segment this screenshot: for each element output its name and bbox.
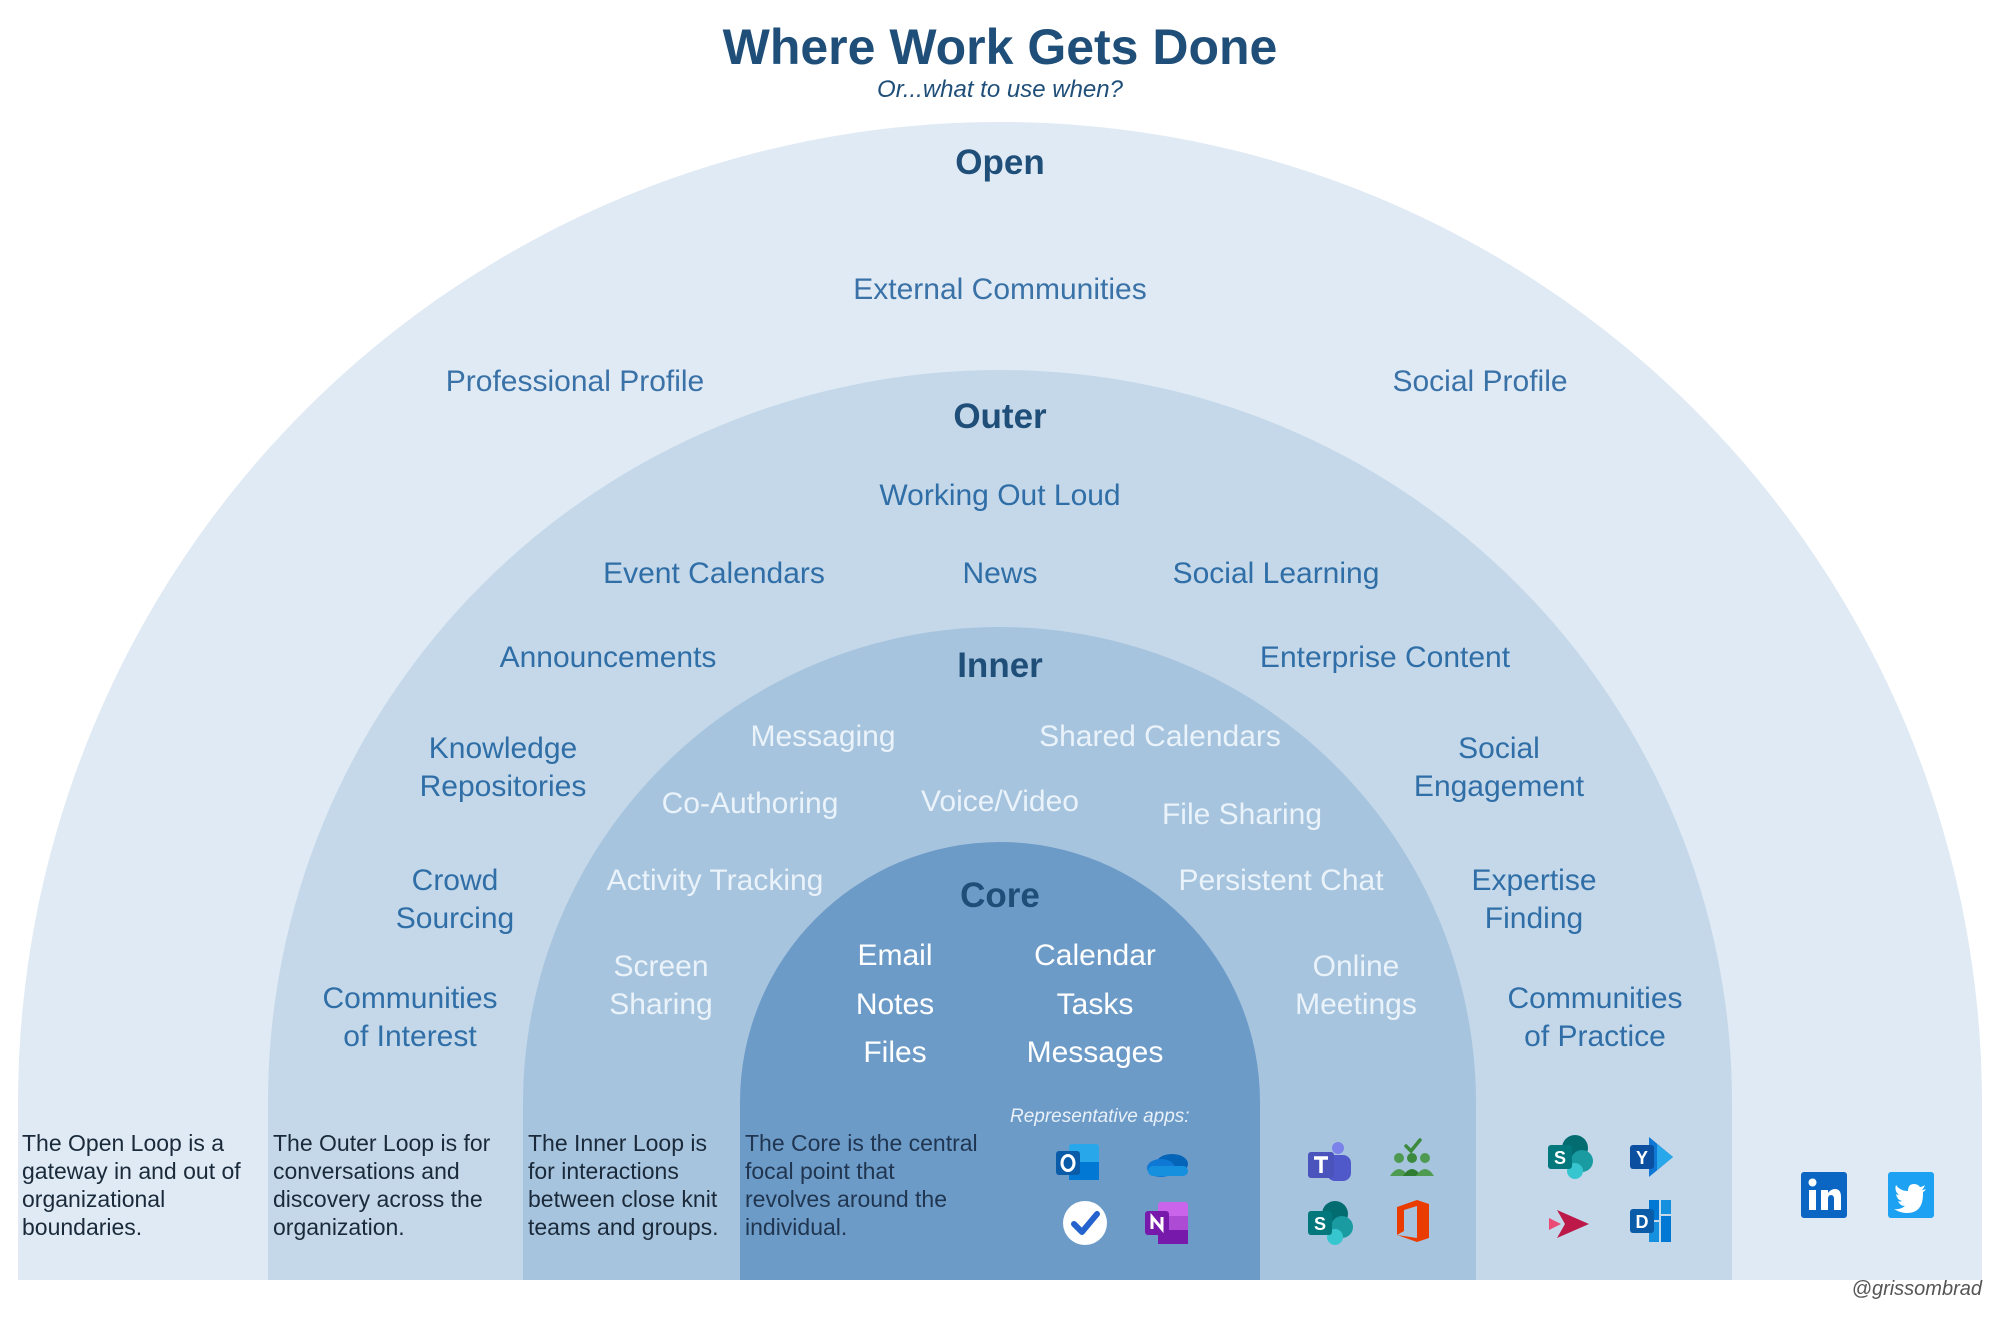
outer-item: Enterprise Content — [1259, 641, 1511, 674]
onenote-icon — [1142, 1198, 1192, 1248]
inner-item: Meetings — [1295, 988, 1417, 1021]
inner-item: Online — [1312, 950, 1400, 983]
page-title: Where Work Gets Done — [722, 19, 1278, 75]
inner-item: Sharing — [609, 988, 713, 1021]
todo-icon — [1060, 1198, 1110, 1248]
teams-icon — [1305, 1138, 1355, 1188]
core-item: Email — [857, 939, 933, 972]
outer-item: Crowd — [411, 864, 499, 897]
page-subtitle: Or...what to use when? — [877, 76, 1123, 103]
inner-item: Co-Authoring — [661, 787, 839, 820]
outer-item: Communities — [322, 982, 498, 1015]
inner-item: Messaging — [750, 720, 896, 753]
inner-item: Activity Tracking — [606, 864, 824, 897]
inner-item: Persistent Chat — [1178, 864, 1384, 897]
outer-item: Finding — [1484, 902, 1584, 935]
planner-people-icon — [1387, 1134, 1437, 1184]
outer-description: The Outer Loop is for conversations and … — [273, 1130, 491, 1240]
svg-text:Y: Y — [1636, 1148, 1648, 1168]
core-description: The Core is the central focal point that… — [745, 1130, 978, 1240]
delve-icon: D — [1627, 1196, 1677, 1246]
core-item: Calendar — [1034, 939, 1156, 972]
inner-item: Shared Calendars — [1039, 720, 1281, 753]
inner-item: Screen — [613, 950, 709, 983]
outer-item: of Practice — [1524, 1020, 1666, 1053]
outer-item: Announcements — [499, 641, 717, 674]
ring-outer-title: Outer — [953, 397, 1047, 436]
svg-text:S: S — [1314, 1214, 1326, 1234]
open-item: Professional Profile — [445, 365, 705, 398]
inner-item: File Sharing — [1161, 798, 1323, 831]
ring-open-title: Open — [955, 143, 1045, 182]
outer-item: Communities — [1507, 982, 1683, 1015]
core-item: Tasks — [1056, 988, 1134, 1021]
outer-item: of Interest — [343, 1020, 477, 1053]
linkedin-icon — [1799, 1170, 1849, 1220]
inner-item: Voice/Video — [921, 785, 1079, 818]
outer-item: Social — [1458, 732, 1540, 765]
twitter-icon — [1886, 1170, 1936, 1220]
sharepoint-icon: S — [1305, 1198, 1355, 1248]
open-description: The Open Loop is a gateway in and out of… — [22, 1130, 241, 1240]
outer-item: News — [962, 557, 1038, 590]
ring-inner-title: Inner — [957, 646, 1043, 685]
outer-item: Repositories — [419, 770, 587, 803]
outer-item: Social Learning — [1172, 557, 1380, 590]
outer-item: Sourcing — [395, 902, 515, 935]
outer-item: Expertise — [1471, 864, 1597, 897]
outer-item: Engagement — [1413, 770, 1585, 803]
outer-item: Knowledge — [428, 732, 578, 765]
credit: @grissombrad — [1851, 1278, 1982, 1300]
svg-text:D: D — [1636, 1212, 1649, 1232]
office-icon — [1387, 1196, 1437, 1246]
open-item: Social Profile — [1392, 365, 1568, 398]
outer-item: Working Out Loud — [879, 479, 1121, 512]
outer-item: Event Calendars — [603, 557, 825, 590]
core-item: Messages — [1026, 1036, 1164, 1069]
core-item: Files — [863, 1036, 927, 1069]
outlook-icon — [1053, 1138, 1103, 1188]
inner-description: The Inner Loop is for interactions betwe… — [528, 1130, 719, 1240]
ring-core-title: Core — [960, 876, 1040, 915]
svg-text:S: S — [1554, 1148, 1566, 1168]
onedrive-icon — [1142, 1138, 1192, 1188]
representative-apps-label: Representative apps: — [1010, 1106, 1190, 1127]
open-item: External Communities — [853, 273, 1147, 306]
sharepoint-icon: S — [1545, 1132, 1595, 1182]
yammer-icon: Y — [1627, 1132, 1677, 1182]
stream-icon — [1545, 1198, 1595, 1248]
core-item: Notes — [855, 988, 935, 1021]
